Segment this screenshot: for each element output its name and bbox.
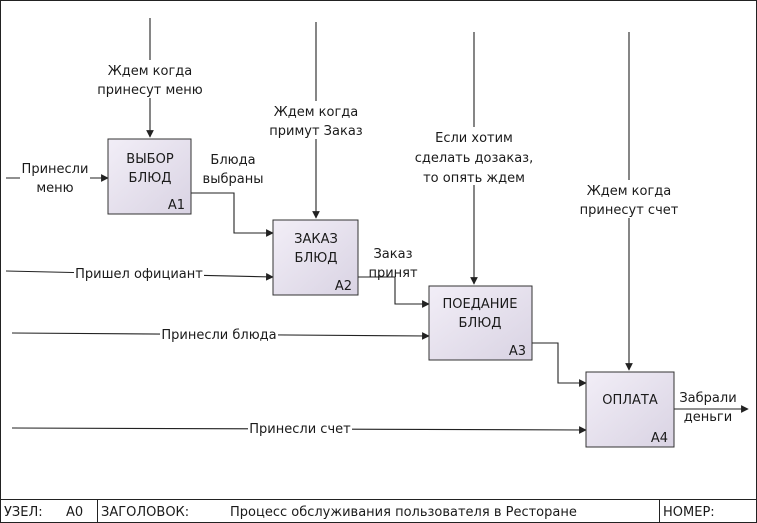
label-accepted-line-1: Заказ [373, 247, 412, 262]
label-selected-line-1: Блюда [210, 153, 255, 168]
footer-number-label: НОМЕР: [663, 505, 715, 520]
box-a3-code: A3 [509, 344, 526, 359]
label-accepted: Заказ принят [368, 247, 418, 281]
box-a1: ВЫБОР БЛЮД A1 [107, 138, 192, 215]
label-wait-order-line-1: Ждем когда [274, 105, 359, 120]
label-waiter-text: Пришел официант [75, 267, 203, 282]
label-wait-menu-line-1: Ждем когда [108, 64, 193, 79]
box-a3-rect [428, 285, 533, 361]
box-a3-title-line-1: ПОЕДАНИЕ [443, 297, 518, 312]
output-arrow-accepted [358, 276, 430, 308]
label-accepted-line-2: принят [368, 266, 418, 281]
label-reorder-line-3: то опять ждем [423, 171, 525, 186]
box-a1-title-line-1: ВЫБОР [126, 152, 174, 167]
box-a2: ЗАКАЗ БЛЮД A2 [272, 219, 359, 296]
label-dishes: Принесли блюда [160, 326, 278, 344]
box-a4: ОПЛАТА A4 [585, 371, 675, 448]
label-menu: Принесли меню [20, 158, 90, 196]
label-bill: Принесли счет [248, 420, 352, 438]
label-wait-bill-line-1: Ждем когда [587, 184, 672, 199]
footer-node-label: УЗЕЛ: [4, 505, 43, 520]
label-reorder-line-2: сделать дозаказ, [415, 151, 533, 166]
footer-title-label: ЗАГОЛОВОК: [101, 505, 189, 520]
label-wait-bill-line-2: принесут счет [580, 203, 679, 218]
box-a3-title-line-2: БЛЮД [459, 316, 502, 331]
footer-node-value: A0 [66, 505, 83, 520]
output-arrow-eaten [532, 342, 587, 387]
label-wait-order: Ждем когда примут Заказ [269, 101, 363, 139]
box-a2-code: A2 [335, 279, 352, 294]
label-wait-menu-line-2: принесут меню [97, 83, 203, 98]
label-paid-line-1: Забрали [679, 391, 736, 406]
label-paid-line-2: деньги [684, 410, 732, 425]
label-dishes-text: Принесли блюда [161, 328, 276, 343]
box-a4-code: A4 [651, 431, 668, 446]
box-a1-rect [107, 138, 192, 215]
label-selected-line-2: выбраны [203, 172, 264, 187]
label-selected: Блюда выбраны [203, 153, 264, 187]
label-reorder-line-1: Если хотим [435, 131, 513, 146]
label-wait-order-line-2: примут Заказ [269, 124, 363, 139]
box-a2-title-line-1: ЗАКАЗ [294, 232, 338, 247]
footer-bar: УЗЕЛ: A0 ЗАГОЛОВОК: Процесс обслуживания… [0, 499, 757, 523]
label-menu-line-1: Принесли [22, 162, 89, 177]
label-waiter: Пришел официант [74, 265, 204, 283]
box-a3: ПОЕДАНИЕ БЛЮД A3 [428, 285, 533, 361]
footer-title-value: Процесс обслуживания пользователя в Рест… [230, 505, 577, 520]
output-arrow-selected [191, 192, 274, 237]
box-a4-title-line-1: ОПЛАТА [602, 393, 658, 408]
box-a4-rect [585, 371, 675, 448]
box-a1-code: A1 [168, 198, 185, 213]
box-a2-title-line-2: БЛЮД [295, 251, 338, 266]
box-a1-title-line-2: БЛЮД [129, 171, 172, 186]
label-paid: Забрали деньги [679, 391, 736, 425]
label-reorder: Если хотим сделать дозаказ, то опять жде… [414, 127, 534, 186]
label-bill-text: Принесли счет [249, 422, 351, 437]
label-wait-menu: Ждем когда принесут меню [97, 60, 203, 98]
label-wait-bill: Ждем когда принесут счет [580, 180, 679, 218]
label-menu-line-2: меню [36, 181, 73, 196]
box-a2-rect [272, 219, 359, 296]
